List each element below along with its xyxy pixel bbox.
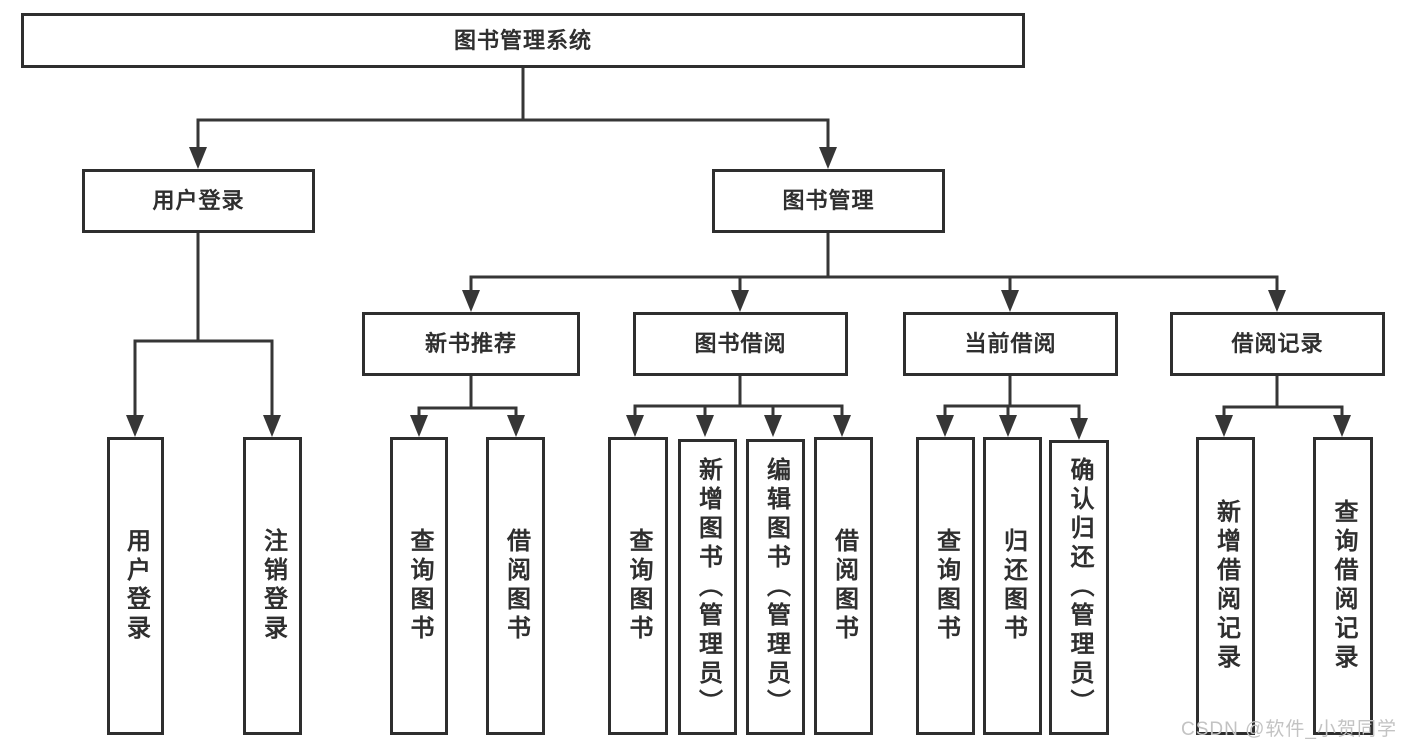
node-book-borrowing: 图书借阅 — [633, 312, 848, 376]
node-book-management-branch: 图书管理 — [712, 169, 945, 233]
leaf-edit-books-admin: 编辑图书（管理员） — [746, 439, 805, 735]
node-root-system: 图书管理系统 — [21, 13, 1025, 68]
csdn-watermark: CSDN @软件_小贺同学 — [1181, 719, 1397, 740]
leaf-query-books-current: 查询图书 — [916, 437, 975, 735]
leaf-query-books-recommend: 查询图书 — [390, 437, 448, 735]
leaf-add-books-admin: 新增图书（管理员） — [678, 439, 737, 735]
leaf-add-borrow-record: 新增借阅记录 — [1196, 437, 1255, 735]
leaf-return-books: 归还图书 — [983, 437, 1042, 735]
leaf-query-books-borrowing: 查询图书 — [608, 437, 668, 735]
leaf-confirm-return-admin: 确认归还（管理员） — [1049, 440, 1109, 735]
leaf-query-borrow-record: 查询借阅记录 — [1313, 437, 1373, 735]
leaf-borrow-books-recommend: 借阅图书 — [486, 437, 545, 735]
node-new-book-recommend: 新书推荐 — [362, 312, 580, 376]
leaf-logout: 注销登录 — [243, 437, 302, 735]
leaf-borrow-books: 借阅图书 — [814, 437, 873, 735]
node-current-borrowing: 当前借阅 — [903, 312, 1118, 376]
leaf-user-login: 用户登录 — [107, 437, 164, 735]
node-borrowing-records: 借阅记录 — [1170, 312, 1385, 376]
node-user-login-branch: 用户登录 — [82, 169, 315, 233]
arrowheads — [126, 147, 1351, 440]
